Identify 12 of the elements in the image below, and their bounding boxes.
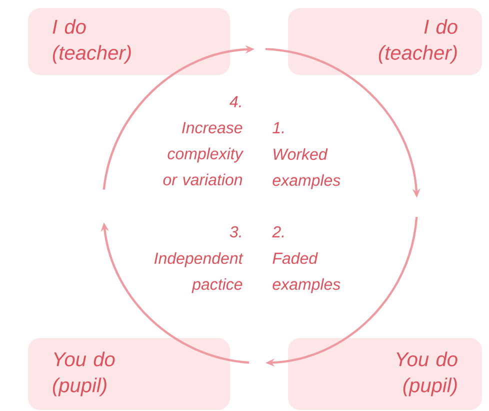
label-box: I do (teacher) — [28, 8, 230, 75]
label-box: You do (pupil) — [28, 338, 230, 410]
step-text: Faded examples — [272, 252, 340, 294]
label-box: I do (teacher) — [288, 8, 482, 75]
step-text: Independent pactice — [154, 252, 244, 294]
step-text: 2. — [272, 226, 284, 238]
step-text: Worked examples — [272, 148, 340, 190]
step-text: Increase complexity or variation — [163, 122, 244, 186]
step-text: 1. — [272, 122, 284, 134]
step-text: 4. — [230, 96, 241, 108]
label-box: You do (pupil) — [288, 338, 482, 410]
step-text: 3. — [230, 226, 241, 238]
